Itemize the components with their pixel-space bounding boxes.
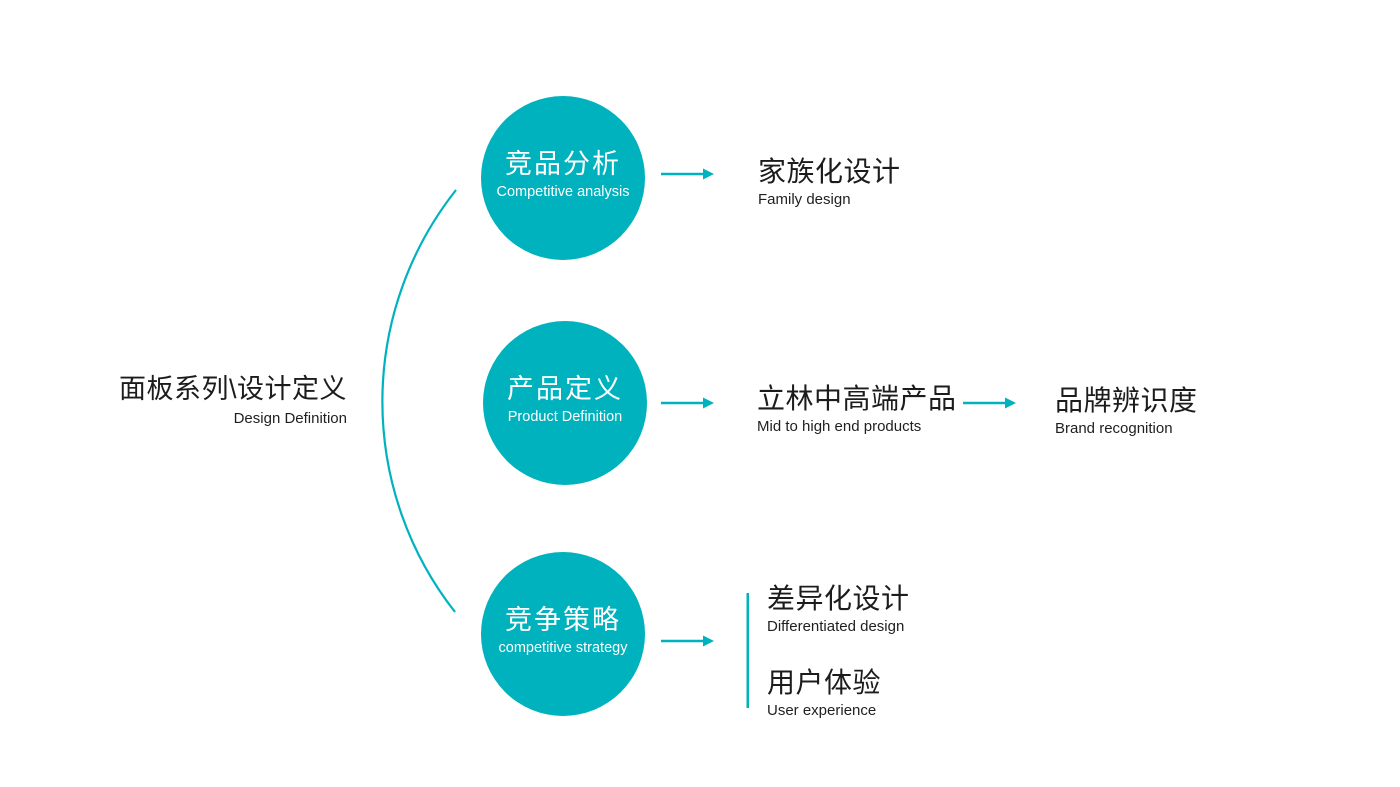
branch-arc-connector [381, 189, 457, 613]
node-label-zh: 竞争策略 [505, 605, 621, 636]
outcome-label-en: Family design [758, 191, 851, 209]
arrow-right-icon-row3 [661, 635, 714, 647]
node-label-en: competitive strategy [498, 639, 628, 656]
outcome-label-zh: 用户体验 [767, 667, 882, 698]
diagram-title: 面板系列\设计定义 Design Definition [60, 374, 347, 427]
outcome-label-zh: 品牌辨识度 [1055, 385, 1198, 416]
node-competitive-strategy: 竞争策略 competitive strategy [481, 552, 645, 716]
outcome-mid-high-end-products: 立林中高端产品 Mid to high end products [757, 383, 957, 436]
arrow-right-icon-row1 [661, 168, 714, 180]
outcome-label-en: Differentiated design [767, 618, 905, 636]
outcome-label-en: Brand recognition [1055, 420, 1173, 438]
outcome-label-en: User experience [767, 702, 877, 720]
diagram-title-zh: 面板系列\设计定义 [118, 374, 347, 404]
diagram-title-en: Design Definition [233, 410, 347, 428]
outcome-differentiated-design: 差异化设计 Differentiated design [767, 583, 910, 636]
node-label-zh: 产品定义 [507, 374, 623, 405]
outcome-brand-recognition: 品牌辨识度 Brand recognition [1055, 385, 1198, 438]
outcome-label-zh: 差异化设计 [767, 583, 910, 614]
node-label-zh: 竞品分析 [505, 149, 621, 180]
arrow-right-icon-row2a [661, 397, 714, 409]
outcome-family-design: 家族化设计 Family design [758, 156, 901, 209]
node-label-en: Competitive analysis [496, 183, 630, 200]
outcome-label-en: Mid to high end products [757, 418, 922, 436]
outcome-user-experience: 用户体验 User experience [767, 667, 882, 720]
node-label-en: Product Definition [507, 408, 623, 425]
vertical-divider-line [746, 593, 749, 708]
outcome-label-zh: 家族化设计 [758, 156, 901, 187]
outcome-label-zh: 立林中高端产品 [757, 383, 957, 414]
arrow-right-icon-row2b [963, 397, 1016, 409]
node-competitive-analysis: 竞品分析 Competitive analysis [481, 96, 645, 260]
node-product-definition: 产品定义 Product Definition [483, 321, 647, 485]
